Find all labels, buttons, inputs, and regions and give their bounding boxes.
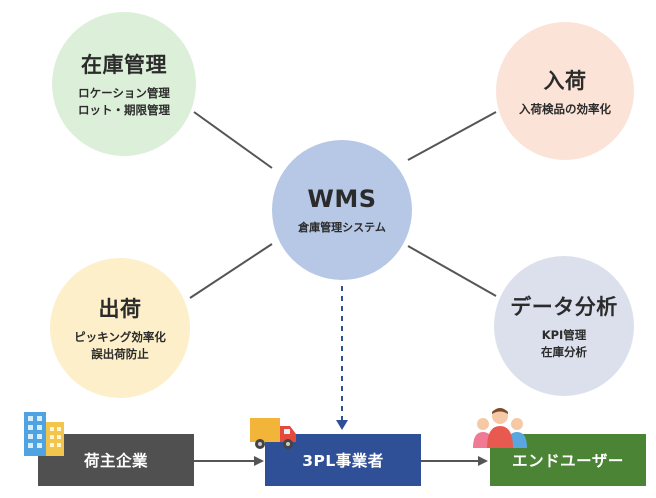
wms-center-circle: WMS 倉庫管理システム: [272, 140, 412, 280]
dashed-arrowhead: [336, 420, 348, 430]
shipping-title: 出荷: [98, 297, 142, 321]
flow-arrowhead-1: [254, 456, 264, 466]
inventory-circle: 在庫管理 ロケーション管理 ロット・期限管理: [52, 12, 196, 156]
shipping-circle: 出荷 ピッキング効率化 誤出荷防止: [50, 258, 190, 398]
inventory-line-1: ロケーション管理: [78, 86, 170, 100]
analysis-title: データ分析: [510, 295, 618, 319]
shipping-line-2: 誤出荷防止: [91, 347, 149, 361]
inventory-line-2: ロット・期限管理: [78, 103, 170, 117]
analysis-circle: データ分析 KPI管理 在庫分析: [494, 256, 634, 396]
shipping-line-1: ピッキング効率化: [74, 330, 166, 344]
receiving-line-1: 入荷検品の効率化: [519, 101, 611, 116]
receiving-title: 入荷: [543, 68, 587, 93]
end-user-box: エンドユーザー: [490, 434, 646, 486]
connector-inventory: [193, 111, 273, 169]
people-icon: [473, 408, 527, 448]
analysis-line-2: 在庫分析: [541, 345, 587, 359]
connector-receiving: [407, 111, 497, 161]
office-building-icon: [24, 412, 64, 456]
wms-subtitle: 倉庫管理システム: [298, 220, 386, 234]
wms-title: WMS: [307, 184, 377, 213]
inventory-title: 在庫管理: [81, 53, 167, 77]
connector-analysis: [407, 245, 497, 297]
receiving-circle: 入荷 入荷検品の効率化: [496, 22, 634, 160]
connector-shipping: [189, 243, 273, 299]
analysis-line-1: KPI管理: [541, 328, 587, 342]
flow-arrowhead-2: [478, 456, 488, 466]
delivery-truck-icon: [250, 418, 296, 449]
